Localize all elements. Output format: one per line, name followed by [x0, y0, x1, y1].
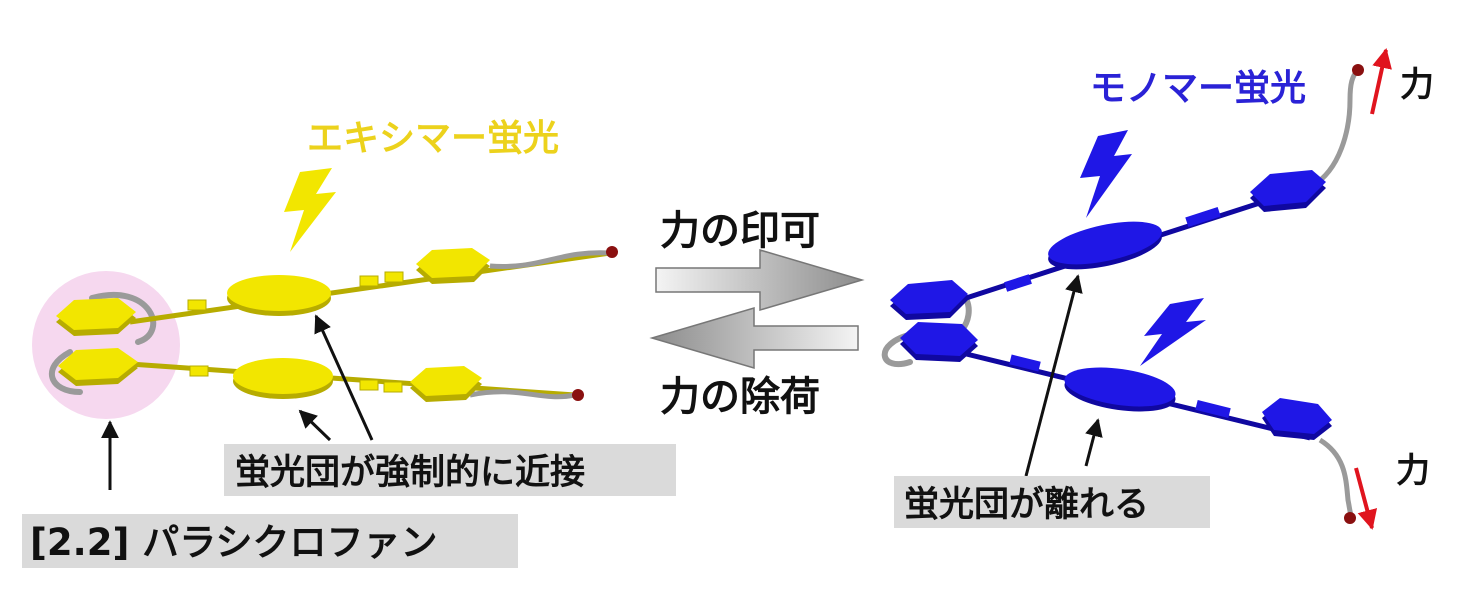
- terminal-dot: [1344, 512, 1356, 524]
- terminal-dot: [606, 246, 618, 258]
- force-arrow-up: [1370, 48, 1392, 115]
- label-box: [894, 476, 1210, 528]
- lower-strand: [58, 348, 576, 402]
- arrow-right-icon: [655, 248, 865, 312]
- force-label-top: 力: [1400, 65, 1434, 105]
- lightning-bolt-icon: [284, 168, 336, 252]
- arrow-left-icon: [649, 306, 859, 370]
- monomer-fluorescence-label: モノマー蛍光: [1090, 68, 1306, 109]
- force-arrow-down: [1354, 467, 1378, 530]
- loop-linker: [48, 291, 157, 395]
- terminal-dot: [1352, 64, 1364, 76]
- apply-force-label: 力の印可: [660, 208, 820, 254]
- pointer-arrow: [298, 409, 332, 442]
- pointer-arrow: [314, 314, 374, 441]
- paracyclophane-label: [2.2] パラシクロファン: [30, 521, 438, 564]
- lower-strand: [900, 322, 1355, 520]
- force-label-bottom: 力: [1396, 451, 1430, 491]
- left-molecule: [32, 168, 618, 419]
- right-molecule: [881, 64, 1364, 524]
- terminal-dot: [572, 389, 584, 401]
- pointer-arrow: [1084, 418, 1103, 467]
- label-box: [224, 444, 676, 496]
- pointer-arrow: [1024, 274, 1083, 477]
- separated-label: 蛍光団が離れる: [904, 485, 1149, 525]
- lightning-bolt-icon: [1140, 298, 1206, 366]
- release-force-label: 力の除荷: [660, 374, 820, 420]
- close-proximity-label: 蛍光団が強制的に近接: [235, 453, 585, 493]
- upper-strand: [890, 68, 1360, 320]
- upper-strand: [56, 248, 611, 336]
- excimer-fluorescence-label: エキシマー蛍光: [307, 118, 559, 159]
- lightning-bolt-icon: [1080, 130, 1132, 218]
- label-box: [22, 514, 518, 568]
